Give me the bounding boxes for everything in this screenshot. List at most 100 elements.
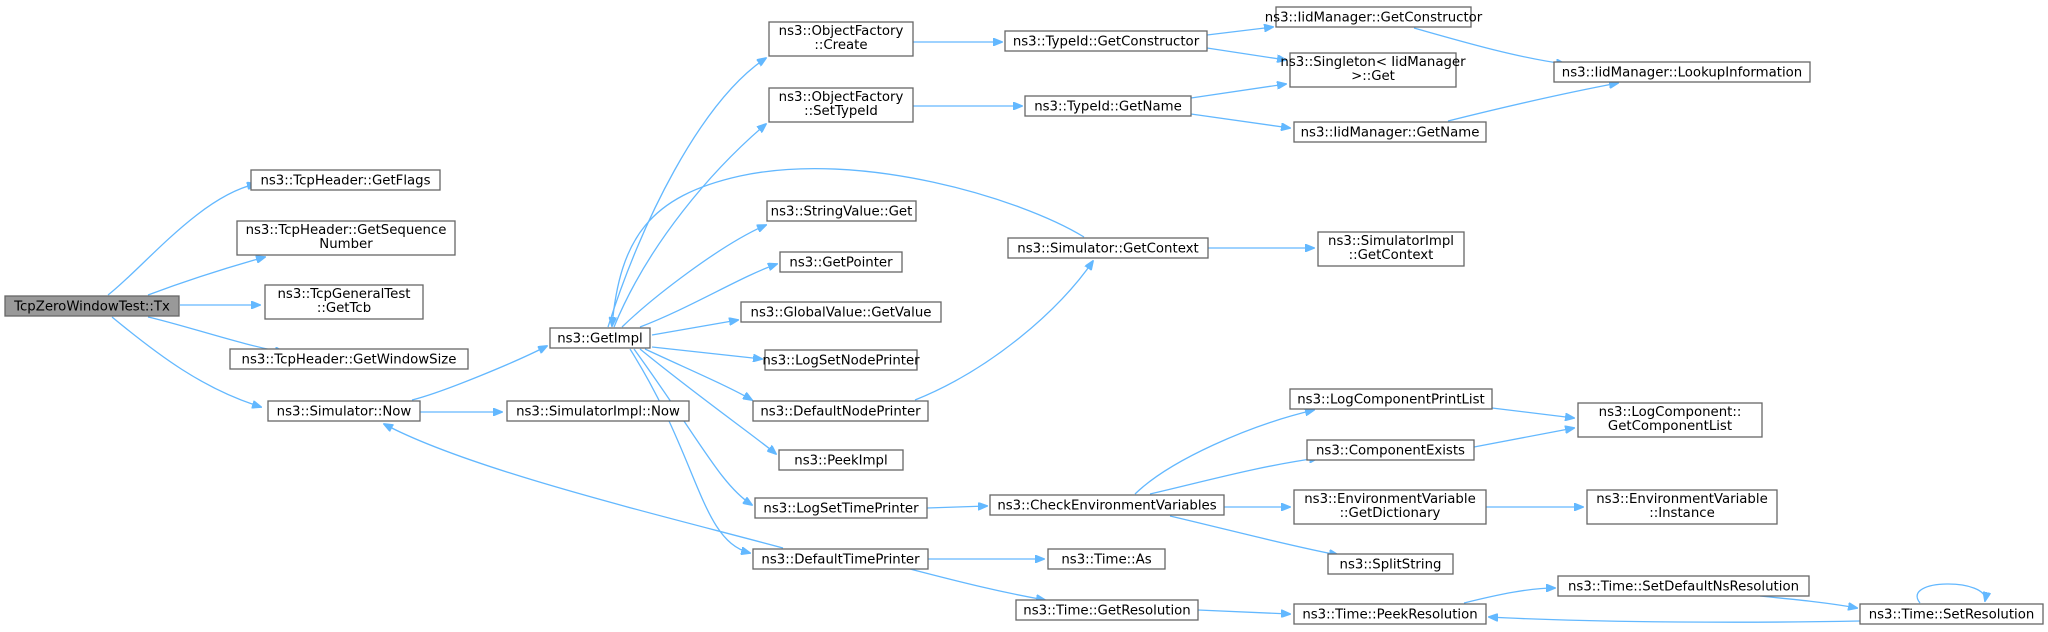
node-label: TcpZeroWindowTest::Tx [13, 300, 170, 315]
node-tidctor[interactable]: ns3::TypeId::GetConstructor [1004, 30, 1208, 52]
node-box [764, 349, 918, 371]
node-simimplctx[interactable]: ns3::SimulatorImpl::GetContext [1317, 231, 1465, 267]
node-gvget[interactable]: ns3::GlobalValue::GetValue [740, 301, 942, 323]
node-strget[interactable]: ns3::StringValue::Get [766, 200, 917, 222]
node-ofsettype[interactable]: ns3::ObjectFactory::SetTypeId [768, 87, 914, 123]
node-getimpl[interactable]: ns3::GetImpl [549, 327, 651, 349]
node-label: ns3::Time::SetDefaultNsResolution [1568, 580, 1799, 595]
edge-getimpl-to-logtime [633, 348, 752, 505]
node-label: ::SetTypeId [804, 104, 878, 119]
node-envdict[interactable]: ns3::EnvironmentVariable::GetDictionary [1293, 489, 1487, 525]
node-peekimpl[interactable]: ns3::PeekImpl [778, 449, 904, 471]
node-box [740, 301, 942, 323]
node-iidlookup[interactable]: ns3::IidManager::LookupInformation [1553, 61, 1811, 83]
node-timegetres[interactable]: ns3::Time::GetResolution [1015, 599, 1199, 621]
edge-getimpl-to-defnode [644, 348, 752, 400]
node-label: ns3::GetImpl [557, 332, 642, 347]
node-box [766, 200, 917, 222]
node-box [1015, 599, 1199, 621]
node-iidctor[interactable]: ns3::IidManager::GetConstructor [1265, 6, 1483, 28]
node-getflags[interactable]: ns3::TcpHeader::GetFlags [250, 169, 441, 191]
edge-getimpl-to-gvget [651, 320, 738, 336]
node-box [1275, 6, 1472, 28]
node-box [1289, 52, 1457, 88]
node-box [1859, 603, 2044, 625]
node-getwin[interactable]: ns3::TcpHeader::GetWindowSize [229, 348, 469, 370]
node-peekres[interactable]: ns3::Time::PeekResolution [1293, 603, 1487, 625]
node-label: Number [319, 237, 373, 252]
node-box [1327, 553, 1454, 575]
node-box [1289, 388, 1493, 410]
node-simctx[interactable]: ns3::Simulator::GetContext [1007, 237, 1209, 259]
node-singleton[interactable]: ns3::Singleton< IidManager>::Get [1280, 52, 1466, 88]
node-envinst[interactable]: ns3::EnvironmentVariable::Instance [1586, 489, 1778, 525]
call-edges [107, 27, 1985, 623]
node-label: ::GetContext [1349, 248, 1434, 263]
node-label: ns3::ObjectFactory [779, 24, 904, 39]
edge-getimpl-to-lognode [651, 346, 762, 359]
node-logtime[interactable]: ns3::LogSetTimePrinter [754, 497, 928, 519]
edge-setres-to-setres [1916, 583, 1985, 604]
edge-iidname-to-iidlookup [1447, 83, 1618, 122]
node-label: ns3::TypeId::GetName [1034, 100, 1182, 115]
node-box [264, 284, 424, 320]
node-box [1004, 30, 1208, 52]
node-setres[interactable]: ns3::Time::SetResolution [1859, 603, 2044, 625]
node-tx[interactable]: TcpZeroWindowTest::Tx [4, 295, 180, 317]
node-deftime[interactable]: ns3::DefaultTimePrinter [752, 548, 929, 570]
node-label: ns3::CheckEnvironmentVariables [997, 499, 1216, 514]
node-checkenv[interactable]: ns3::CheckEnvironmentVariables [989, 494, 1225, 516]
node-box [779, 251, 903, 273]
node-setdefres[interactable]: ns3::Time::SetDefaultNsResolution [1557, 575, 1810, 597]
node-label: ns3::ComponentExists [1316, 444, 1465, 459]
node-label: ns3::LogComponent:: [1599, 405, 1742, 420]
edge-iidctor-to-iidlookup [1413, 27, 1565, 64]
node-box [4, 295, 180, 317]
edge-checkenv-to-splitstr [1169, 515, 1338, 555]
node-box [1317, 231, 1465, 267]
node-box [506, 400, 690, 422]
node-label: ns3::DefaultNodePrinter [760, 405, 921, 420]
node-getptr[interactable]: ns3::GetPointer [779, 251, 903, 273]
edge-tidname-to-singleton [1190, 84, 1286, 99]
node-label: ns3::DefaultTimePrinter [761, 553, 920, 568]
node-compexists[interactable]: ns3::ComponentExists [1306, 439, 1475, 461]
node-label: ::Instance [1649, 506, 1715, 521]
node-box [267, 400, 421, 422]
node-logcomplist[interactable]: ns3::LogComponent::GetComponentList [1577, 402, 1763, 438]
node-label: ns3::Time::GetResolution [1023, 604, 1190, 619]
node-timeas[interactable]: ns3::Time::As [1047, 548, 1166, 570]
node-label: ns3::StringValue::Get [771, 205, 913, 220]
node-label: ns3::PeekImpl [794, 454, 887, 469]
node-label: >::Get [1351, 69, 1395, 84]
node-simimplnow[interactable]: ns3::SimulatorImpl::Now [506, 400, 690, 422]
edge-tx-to-getseq [147, 257, 265, 296]
node-iidname[interactable]: ns3::IidManager::GetName [1293, 121, 1487, 143]
edge-setdefres-to-setres [1759, 595, 1857, 608]
node-logcpl[interactable]: ns3::LogComponentPrintList [1289, 388, 1493, 410]
node-label: ::GetTcb [317, 301, 371, 316]
node-label: ns3::IidManager::LookupInformation [1562, 66, 1802, 81]
edge-tx-to-simnow [111, 316, 261, 407]
node-lognode[interactable]: ns3::LogSetNodePrinter [762, 349, 920, 371]
node-box [989, 494, 1225, 516]
node-label: GetComponentList [1608, 419, 1732, 434]
node-simnow[interactable]: ns3::Simulator::Now [267, 400, 421, 422]
node-label: ns3::EnvironmentVariable [1304, 492, 1476, 507]
node-label: ns3::Time::PeekResolution [1302, 608, 1477, 623]
node-box [236, 220, 456, 256]
node-label: ns3::LogComponentPrintList [1297, 393, 1485, 408]
node-tidname[interactable]: ns3::TypeId::GetName [1024, 95, 1192, 117]
node-splitstr[interactable]: ns3::SplitString [1327, 553, 1454, 575]
node-box [1047, 548, 1166, 570]
node-label: ns3::ObjectFactory [779, 90, 904, 105]
node-defnode[interactable]: ns3::DefaultNodePrinter [752, 400, 929, 422]
node-gettcb[interactable]: ns3::TcpGeneralTest::GetTcb [264, 284, 424, 320]
node-box [1586, 489, 1778, 525]
node-box [1306, 439, 1475, 461]
node-ofcreate[interactable]: ns3::ObjectFactory::Create [768, 21, 914, 57]
node-box [229, 348, 469, 370]
edge-simctx-to-getimpl [612, 167, 1085, 326]
edge-getimpl-to-ofcreate [607, 58, 766, 328]
